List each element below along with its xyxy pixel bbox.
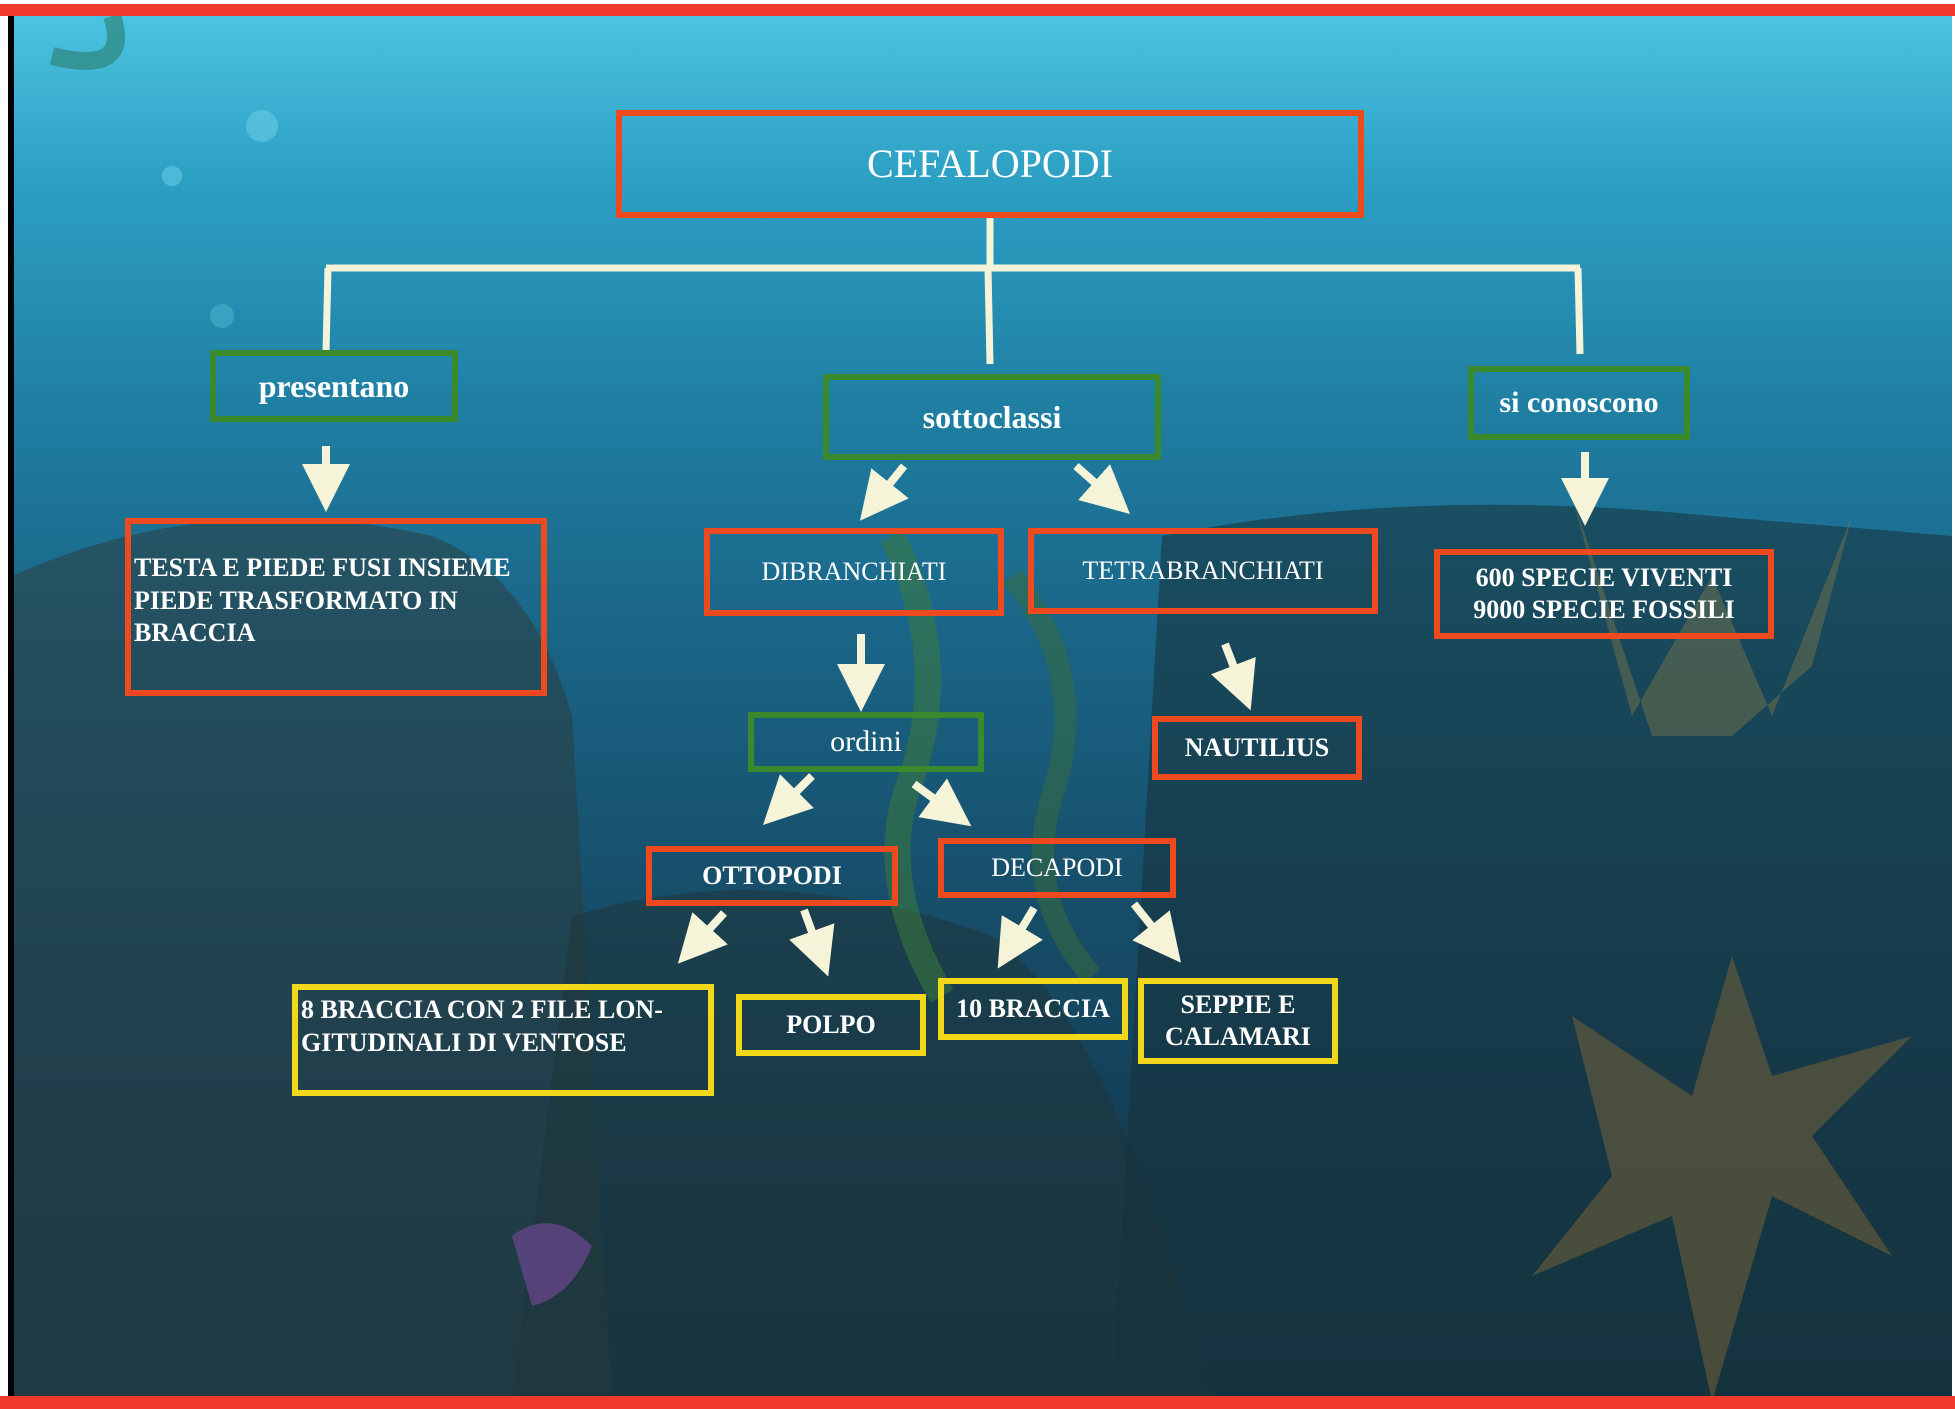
node-polpo: POLPO <box>736 994 926 1056</box>
node-seppie-calamari: SEPPIE E CALAMARI <box>1138 978 1338 1064</box>
features-box: TESTA E PIEDE FUSI INSIEME PIEDE TRASFOR… <box>125 518 547 696</box>
rock-right <box>1112 504 1952 1402</box>
bubble <box>246 110 278 142</box>
arrow <box>789 908 835 977</box>
connector-line <box>322 267 332 353</box>
bottom-frame-bar <box>0 1396 1955 1409</box>
node-tetrabranchiati: TETRABRANCHIATI <box>1028 528 1378 614</box>
top-frame-bar <box>0 4 1955 16</box>
coral <box>1532 956 1912 1402</box>
arrow <box>859 463 909 521</box>
branch-sottoclassi: sottoclassi <box>823 374 1161 460</box>
species-box: 600 SPECIE VIVENTI 9000 SPECIE FOSSILI <box>1434 549 1774 639</box>
coral <box>1572 496 1852 736</box>
node-10-braccia: 10 BRACCIA <box>938 978 1128 1040</box>
rock-center <box>512 890 1212 1402</box>
branch-si-conoscono: si conoscono <box>1468 366 1690 440</box>
node-8-braccia: 8 BRACCIA CON 2 FILE LON- GITUDINALI DI … <box>292 984 714 1096</box>
node-ordini: ordini <box>748 712 984 772</box>
node-decapodi: DECAPODI <box>938 838 1176 898</box>
underwater-background <box>12 16 1952 1402</box>
root-node: CEFALOPODI <box>616 110 1364 218</box>
node-ottopodi: OTTOPODI <box>646 846 898 906</box>
rock-left <box>12 518 612 1402</box>
left-frame-bar <box>8 16 14 1396</box>
arrow <box>1130 901 1181 963</box>
arrow <box>677 910 728 964</box>
arrow <box>1210 642 1256 711</box>
background-decoration <box>12 16 1952 1402</box>
arrow <box>1073 463 1130 514</box>
node-dibranchiati: DIBRANCHIATI <box>704 528 1004 616</box>
arrow <box>763 773 815 825</box>
seaweed-top <box>49 16 125 70</box>
fish <box>512 1223 592 1306</box>
arrow <box>911 778 972 827</box>
arrow <box>997 905 1043 969</box>
branch-presentano: presentano <box>210 350 458 422</box>
node-nautilius: NAUTILIUS <box>1152 716 1362 780</box>
connector-line <box>1574 267 1584 355</box>
bubble <box>162 166 182 186</box>
connector-line <box>984 267 994 365</box>
seaweed <box>1003 569 1101 984</box>
bubble <box>210 304 234 328</box>
